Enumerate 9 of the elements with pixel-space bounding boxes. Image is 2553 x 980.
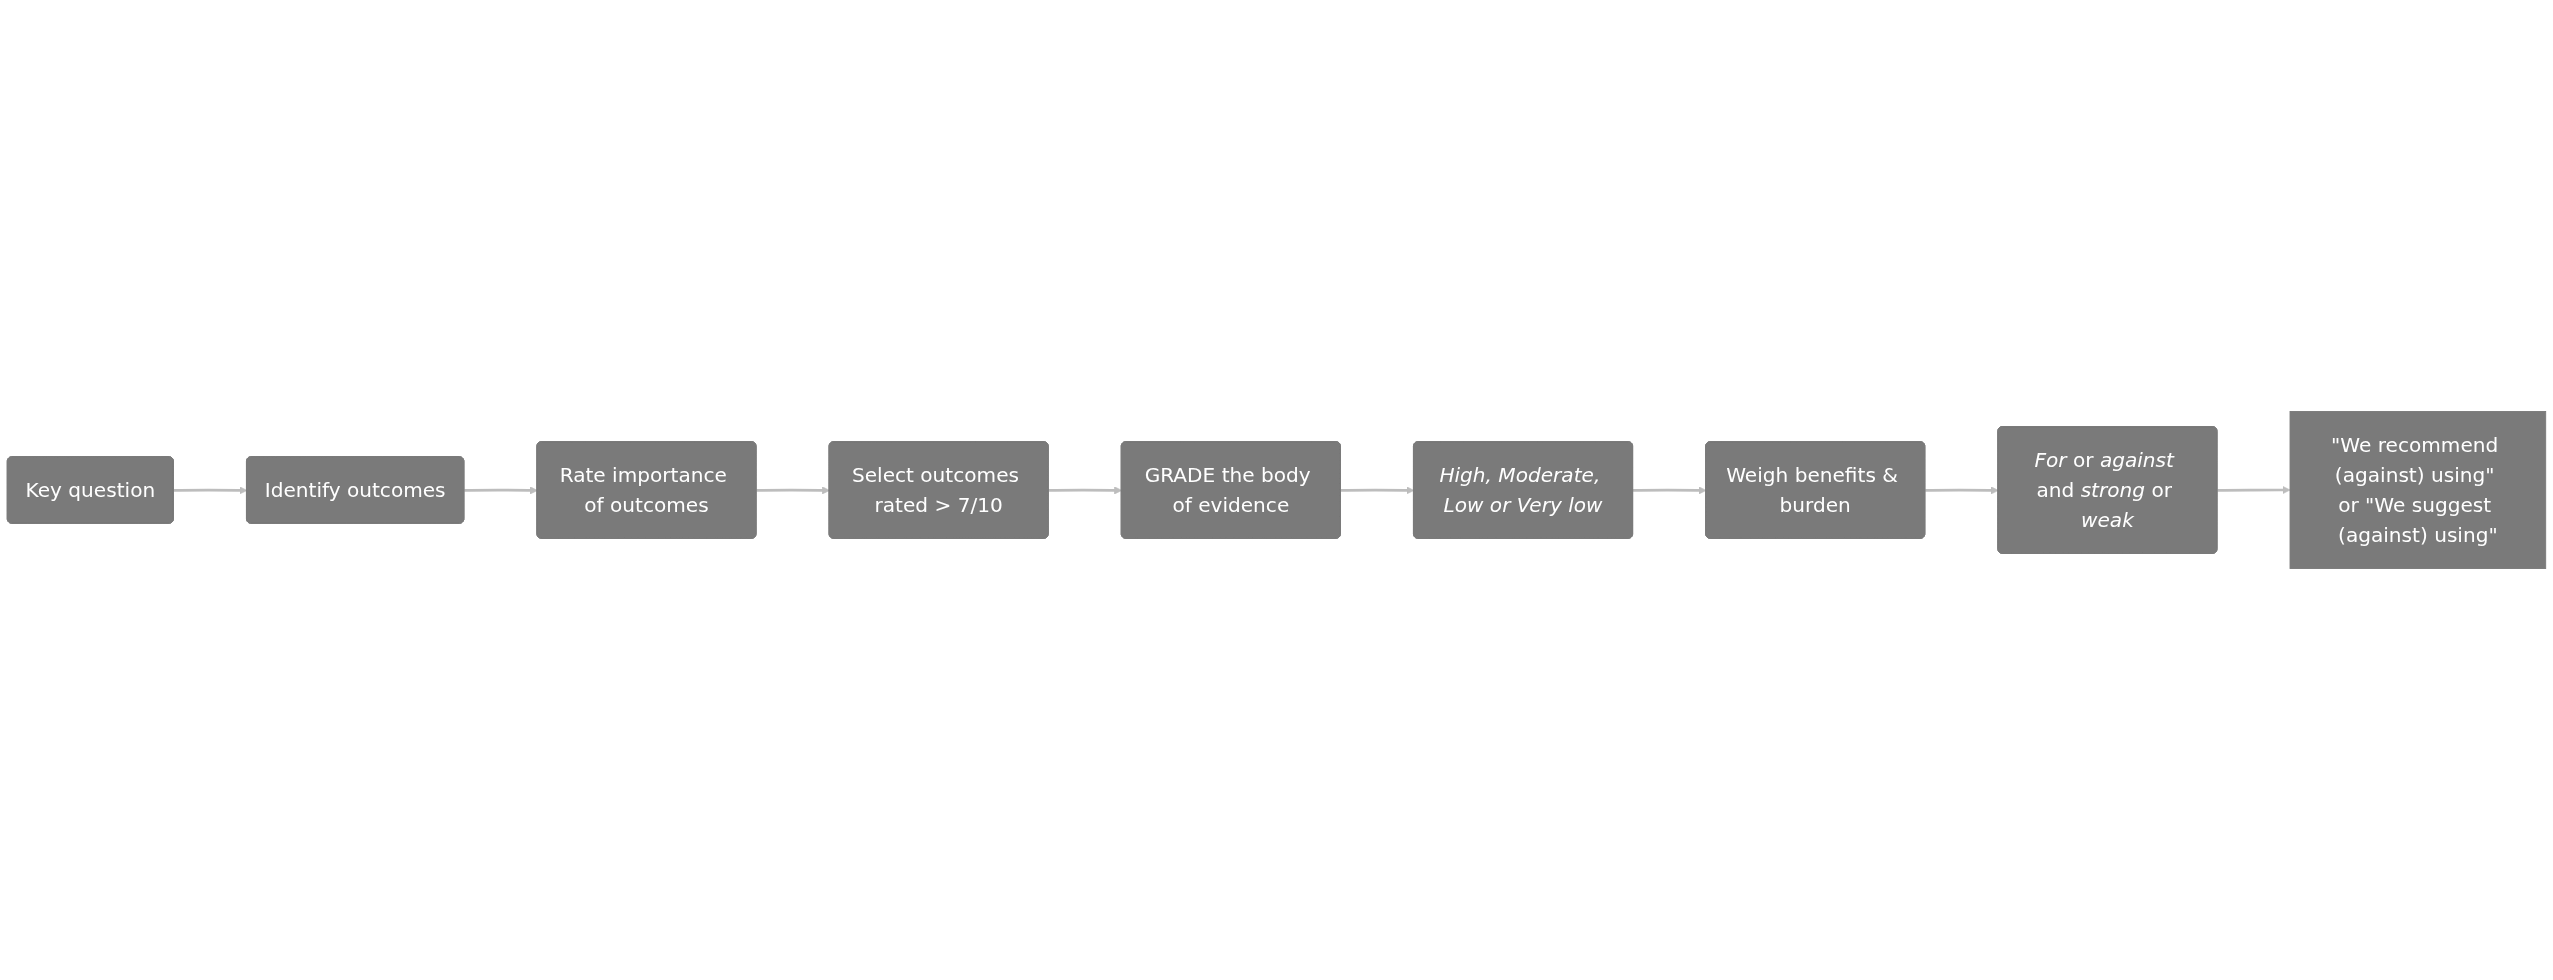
arrow	[2217, 486, 2291, 494]
arrow	[173, 486, 248, 495]
arrow	[464, 486, 538, 495]
arrow	[1925, 486, 1999, 495]
arrow	[1048, 486, 1123, 495]
arrow	[756, 486, 830, 495]
arrow	[1340, 486, 1415, 495]
node-box: "We recommend (against) using" or "We suggest (against) using"	[2289, 411, 2547, 569]
arrow	[1633, 486, 1707, 495]
